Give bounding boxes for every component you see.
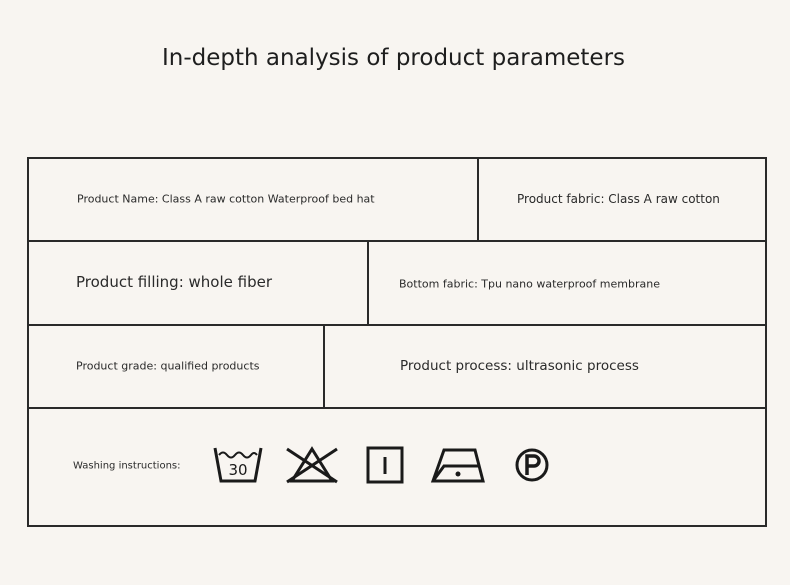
washing-label: Washing instructions:	[73, 460, 181, 472]
divider	[323, 325, 325, 408]
wash-temp-label: 30	[228, 461, 247, 479]
bottom-fabric: Bottom fabric: Tpu nano waterproof membr…	[399, 277, 660, 291]
divider	[29, 324, 765, 326]
page-title: In-depth analysis of product parameters	[162, 45, 626, 71]
product-name: Product Name: Class A raw cotton Waterpr…	[77, 192, 375, 206]
product-fabric: Product fabric: Class A raw cotton	[517, 192, 720, 206]
do-not-bleach-icon	[286, 446, 338, 484]
wash-30-icon: 30	[213, 447, 263, 483]
product-process: Product process: ultrasonic process	[400, 358, 639, 374]
tumble-dry-icon	[366, 446, 404, 484]
product-filling: Product filling: whole fiber	[76, 273, 273, 291]
parameter-table	[27, 157, 767, 527]
divider	[367, 241, 369, 325]
iron-low-icon	[430, 448, 485, 483]
divider	[29, 407, 765, 409]
dry-clean-p-icon	[515, 448, 549, 482]
divider	[477, 159, 479, 241]
product-grade: Product grade: qualified products	[76, 359, 260, 373]
divider	[29, 240, 765, 242]
